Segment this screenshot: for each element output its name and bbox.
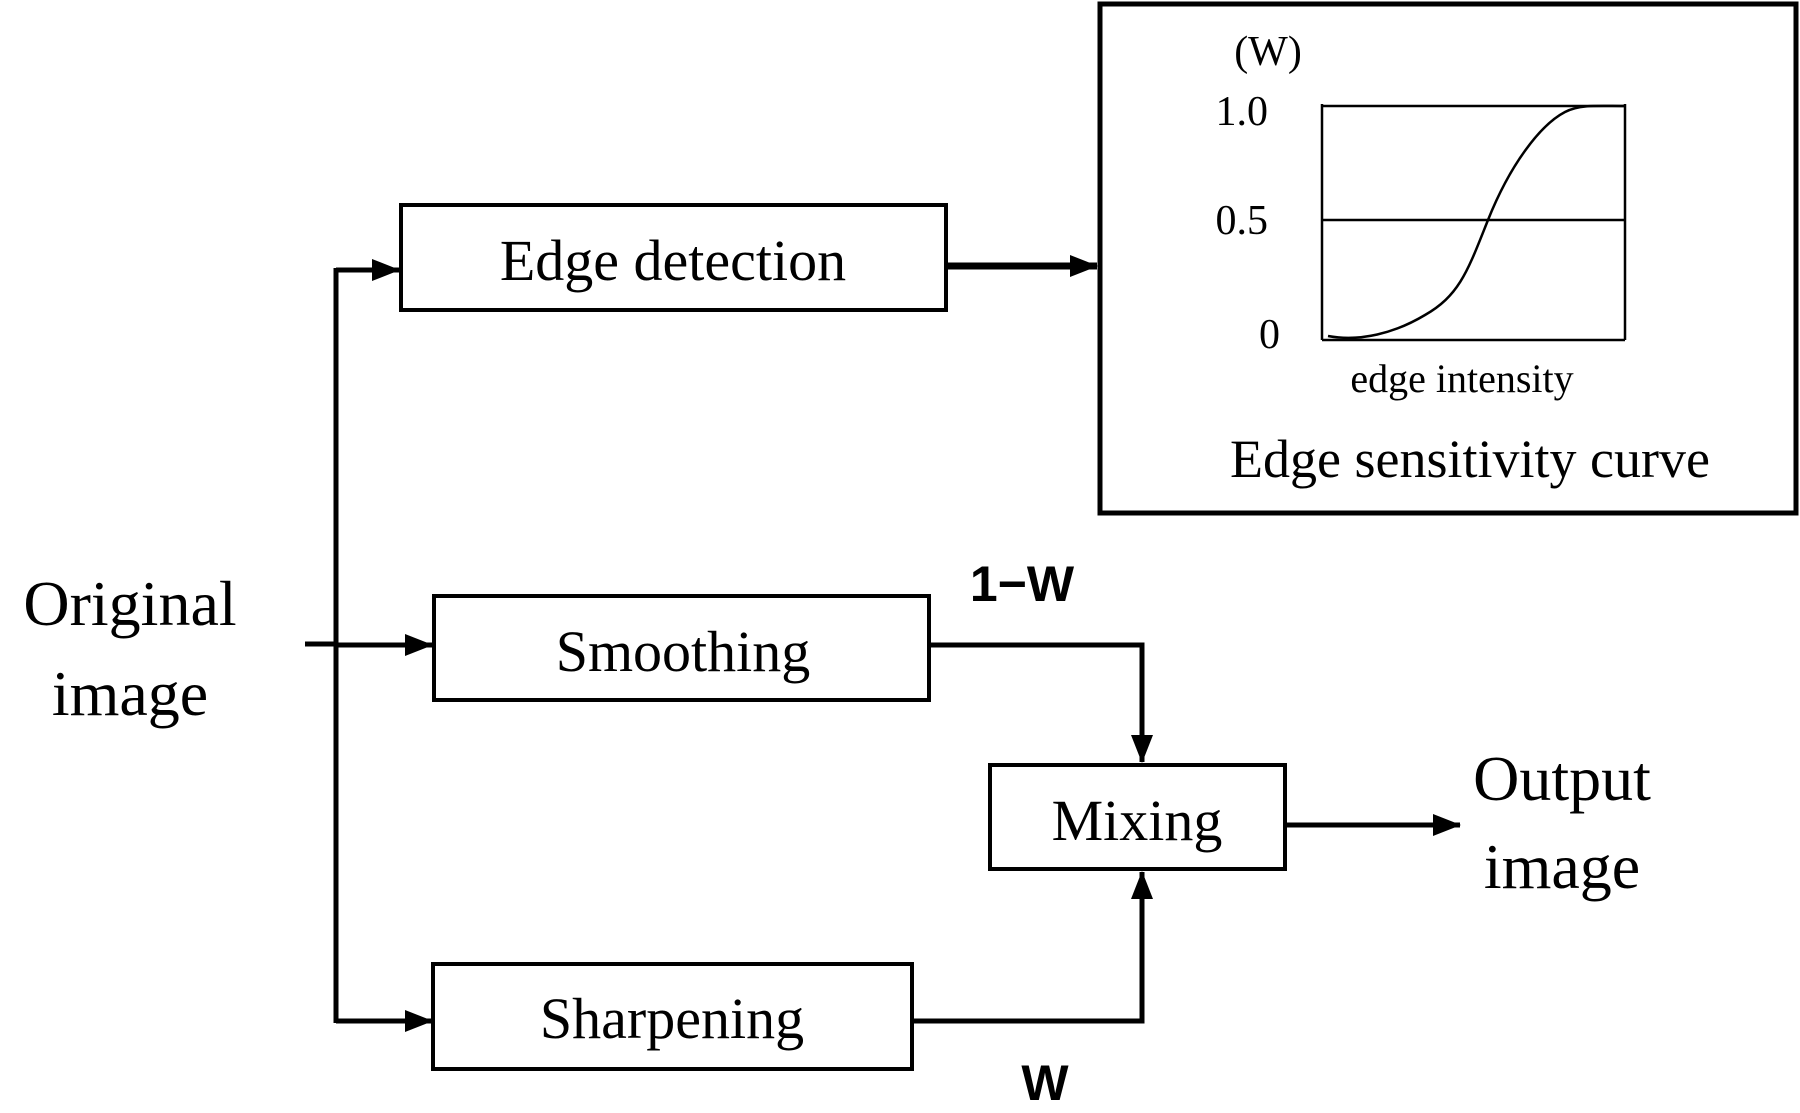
sharpening-block: Sharpening — [431, 962, 914, 1071]
output-label-line1: Output — [1473, 743, 1651, 814]
sharpening-box — [431, 962, 914, 1071]
edge-detection-label: Edge detection — [500, 228, 846, 293]
smoothing-block: Smoothing — [432, 594, 931, 702]
inset-plot-area — [1320, 104, 1627, 342]
smoothing-weight-label: 1−W — [970, 556, 1075, 612]
mixing-block: Mixing — [988, 763, 1287, 871]
input-connectors — [305, 268, 339, 1023]
inset-y-axis-label: (W) — [1234, 29, 1302, 75]
input-label-line1: Original — [23, 568, 236, 639]
output-label-line2: image — [1484, 831, 1640, 902]
sharpening-label: Sharpening — [540, 986, 804, 1051]
edge-detection-block: Edge detection — [399, 203, 948, 312]
inset-y-tick-1: 1.0 — [1216, 89, 1269, 135]
smoothing-label: Smoothing — [556, 619, 811, 684]
branch-arrows — [336, 259, 433, 1032]
mixing-label: Mixing — [1052, 788, 1223, 853]
input-label-line2: image — [52, 658, 208, 729]
mixing-box — [988, 763, 1287, 871]
edge-sensitivity-inset: (W) 1.0 0.5 0 edge intensity Edge sensit… — [1097, 1, 1799, 516]
inset-sigmoid-curve — [1327, 104, 1626, 340]
mixing-connectors — [912, 642, 1461, 1024]
inset-frame — [1097, 1, 1799, 516]
inset-y-tick-0-5: 0.5 — [1216, 198, 1269, 244]
inset-x-axis-label: edge intensity — [1350, 356, 1573, 401]
sharpening-to-mixing — [912, 871, 1153, 1024]
sharpening-weight-label: W — [1021, 1055, 1069, 1108]
edge-detection-box — [399, 203, 948, 312]
inset-y-tick-0: 0 — [1259, 312, 1280, 358]
inset-title: Edge sensitivity curve — [1230, 429, 1710, 489]
smoothing-to-mixing — [929, 642, 1153, 763]
smoothing-box — [432, 594, 931, 702]
